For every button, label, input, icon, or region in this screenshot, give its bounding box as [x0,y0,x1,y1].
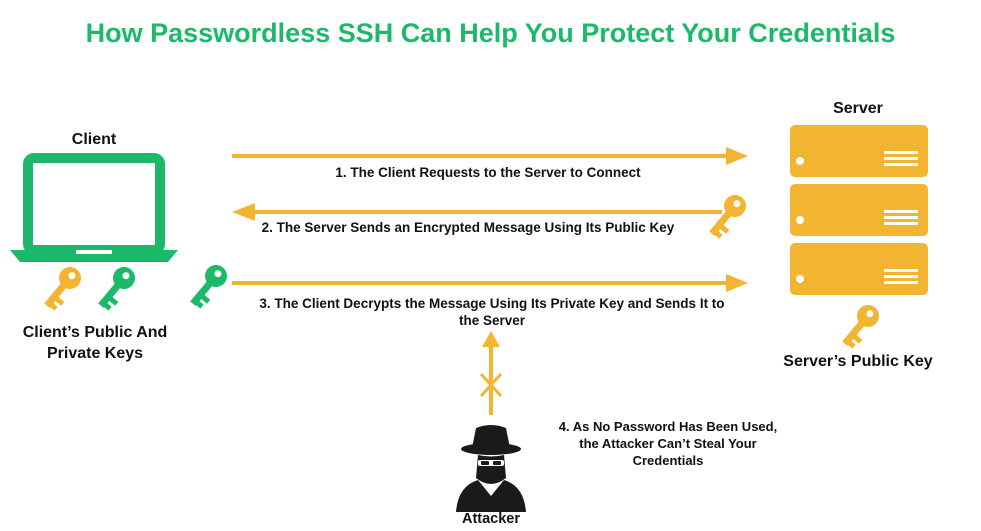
attacker-icon [456,425,526,512]
diagram-title: How Passwordless SSH Can Help You Protec… [85,18,896,48]
arrow-request [232,147,748,165]
client-private-key-icon [92,262,140,313]
server-label: Server [833,100,883,117]
server-icon [790,125,928,295]
arrow-encrypted-message [232,203,722,221]
client-public-key-icon [38,262,86,313]
server-key-label: Server’s Public Key [783,353,933,370]
attacker-label: Attacker [461,511,521,527]
step-1-label: 1. The Client Requests to the Server to … [335,165,641,180]
step-4-label: 4. As No Password Has Been Used, the Att… [558,419,778,468]
server-public-key-icon [836,300,884,351]
step-2-label: 2. The Server Sends an Encrypted Message… [261,220,675,235]
client-sent-key-icon [184,260,232,311]
arrow-decrypted-response [232,274,748,292]
server-sent-key-icon [703,190,751,241]
client-keys-label: Client’s Public And Private Keys [22,324,168,362]
blocked-arrow-icon [479,331,503,415]
laptop-icon [10,153,178,262]
client-label: Client [71,131,117,148]
step-3-label: 3. The Client Decrypts the Message Using… [259,296,725,328]
